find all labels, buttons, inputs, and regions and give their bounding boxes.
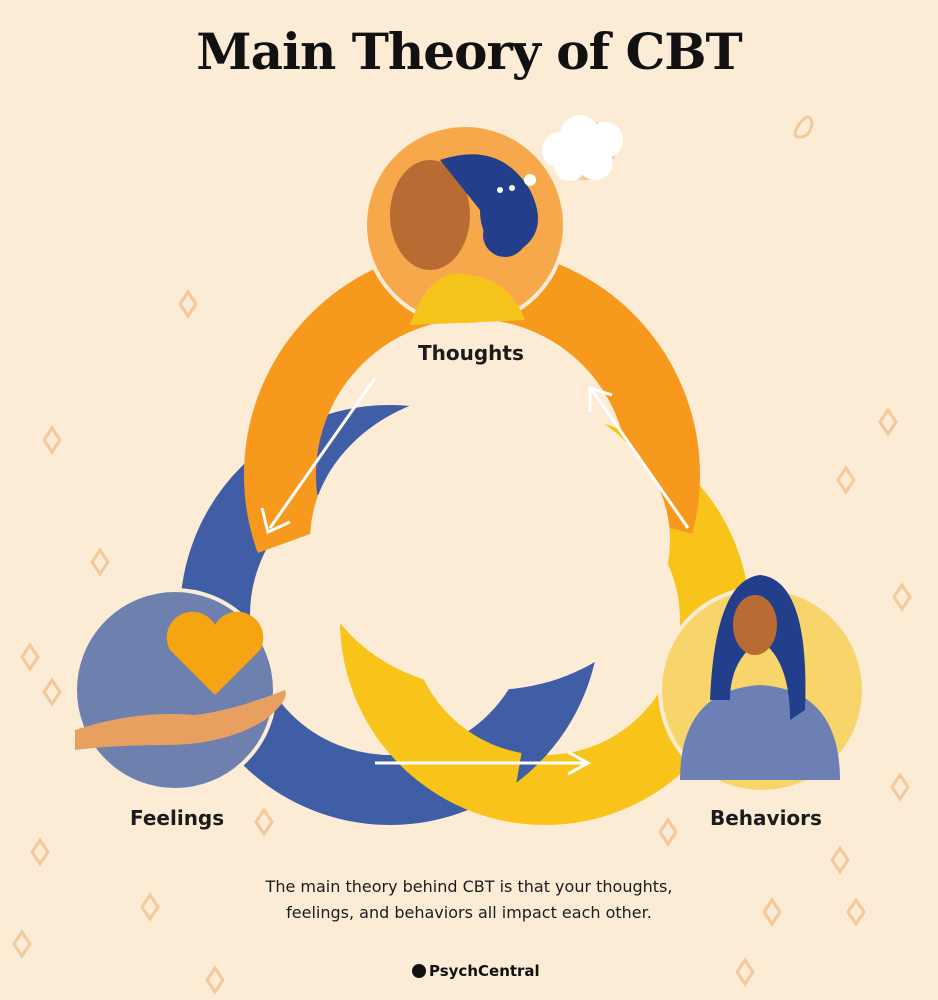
thought-bubble-icon <box>542 115 623 181</box>
psychcentral-logo: PsychCentral <box>412 962 540 980</box>
feelings-label: Feelings <box>130 806 225 830</box>
thoughts-illustration <box>363 115 623 327</box>
thoughts-label: Thoughts <box>418 341 524 365</box>
arrow-thoughts-to-feelings <box>260 377 377 535</box>
behaviors-label: Behaviors <box>710 806 822 830</box>
background-drop-pattern <box>12 115 912 995</box>
feelings-illustration <box>73 588 286 792</box>
page-title: Main Theory of CBT <box>196 22 743 81</box>
behaviors-illustration <box>658 575 866 794</box>
arrow-feelings-to-behaviors <box>375 750 592 776</box>
caption-line-1: The main theory behind CBT is that your … <box>265 877 673 896</box>
arrow-behaviors-to-thoughts <box>588 385 690 529</box>
caption-line-2: feelings, and behaviors all impact each … <box>286 903 652 922</box>
logo-text: PsychCentral <box>429 962 540 980</box>
logo-mark-icon <box>412 964 426 978</box>
heart-icon <box>166 611 264 695</box>
center-hole <box>310 390 670 690</box>
caption: The main theory behind CBT is that your … <box>0 874 938 926</box>
